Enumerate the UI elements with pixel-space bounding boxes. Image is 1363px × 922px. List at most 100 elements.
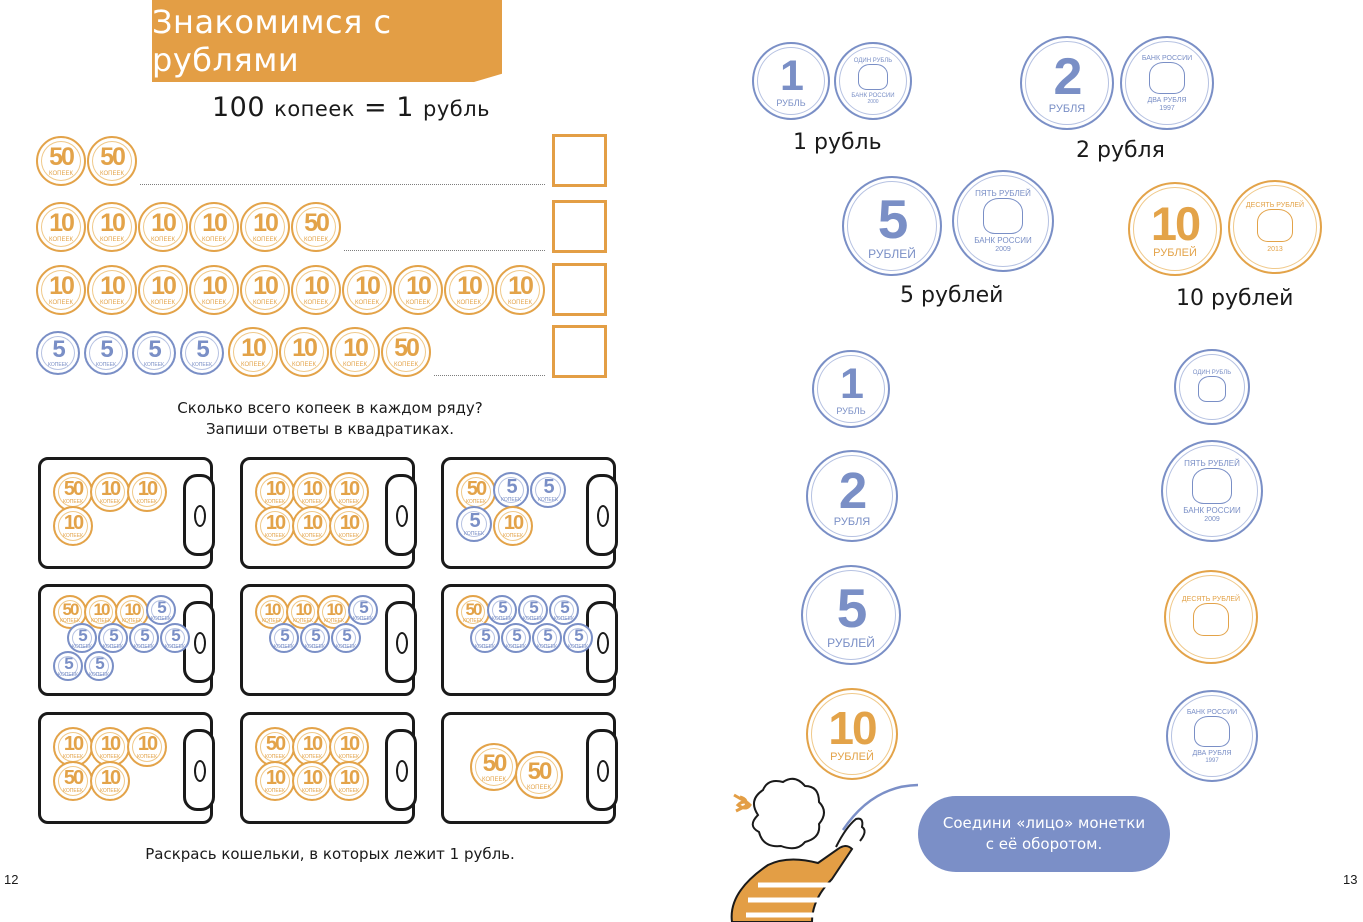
- coin-caption: 1 рубль: [793, 130, 882, 155]
- coin-reverse-top-text: ПЯТЬ РУБЛЕЙ: [1184, 459, 1240, 469]
- coin-value: 10: [406, 272, 432, 300]
- coin-label: РУБЛЬ: [836, 405, 866, 416]
- coin-value: 5: [280, 625, 290, 645]
- coin-value: 5: [469, 510, 480, 532]
- answer-box[interactable]: [552, 263, 607, 316]
- equation-left-unit: копеек: [274, 97, 355, 121]
- coin-value: 5: [78, 625, 88, 645]
- coin-value: 50: [265, 733, 286, 755]
- coin-value: 50: [465, 599, 483, 619]
- coin-label: КОПЕЕК: [253, 300, 277, 306]
- coin-value: 5: [877, 188, 909, 250]
- coin-label: КОПЕЕК: [262, 617, 282, 624]
- coin-label: КОПЕЕК: [137, 754, 157, 760]
- coin-value: 10: [508, 272, 534, 300]
- coin-value: 5: [148, 336, 161, 363]
- coin-value: 5: [529, 597, 539, 617]
- coin-value: 5: [543, 476, 554, 498]
- coin-value: 1: [840, 359, 864, 408]
- coin-value: 10: [100, 209, 126, 237]
- coin-label: КОПЕЕК: [265, 533, 285, 539]
- coin-value: 2: [1053, 48, 1083, 106]
- coin-value: 10: [265, 512, 286, 534]
- coin-label: КОПЕЕК: [72, 643, 92, 650]
- coin-label: КОПЕЕК: [241, 362, 265, 368]
- color-instruction: Раскрась кошельки, в которых лежит 1 руб…: [145, 845, 515, 863]
- coin-label: КОПЕЕК: [527, 784, 551, 791]
- coin-label: КОПЕЕК: [202, 300, 226, 306]
- coin-label: КОПЕЕК: [492, 615, 512, 622]
- coin-label: КОПЕЕК: [58, 671, 78, 678]
- equation-sign: =: [364, 92, 388, 123]
- coin-label: КОПЕЕК: [339, 533, 359, 539]
- coin-value: 10: [302, 512, 323, 534]
- coin-label: КОПЕЕК: [464, 531, 484, 537]
- coin-year: 2013: [1267, 245, 1283, 253]
- eagle-emblem-icon: [1192, 468, 1232, 504]
- coin-value: 5: [140, 625, 150, 645]
- answer-box[interactable]: [552, 325, 607, 378]
- coin-reverse-top-text: ОДИН РУБЛЬ: [853, 57, 893, 64]
- coin-label: РУБЛЕЙ: [830, 751, 874, 763]
- coin-label: КОПЕЕК: [339, 499, 359, 505]
- coin-label: КОПЕЕК: [63, 499, 83, 505]
- coin-value: 10: [302, 478, 323, 500]
- coin-label: КОПЕЕК: [49, 237, 73, 243]
- coin-value: 10: [828, 702, 877, 754]
- speech-bubble: Соедини «лицо» монетки с её оборотом.: [918, 796, 1170, 872]
- coin-reverse-bottom-text: БАНК РОССИИ: [1183, 505, 1241, 515]
- answer-box[interactable]: [552, 134, 607, 187]
- coin-value: 50: [466, 478, 487, 500]
- coin-value: 10: [100, 767, 121, 789]
- answer-box[interactable]: [552, 200, 607, 253]
- match-back-coin: ДЕСЯТЬ РУБЛЕЙ: [1164, 570, 1258, 664]
- coin-value: 10: [304, 272, 330, 300]
- eagle-emblem-icon: [1193, 603, 1229, 636]
- coin-label: КОПЕЕК: [151, 300, 175, 306]
- coin-value: 50: [63, 767, 84, 789]
- coin-label: КОПЕЕК: [63, 788, 83, 794]
- coin-year: 2009: [1204, 515, 1220, 523]
- coin-label: КОПЕЕК: [394, 362, 418, 368]
- coin-label: РУБЛЕЙ: [868, 247, 916, 261]
- coin-reverse-top-text: ДЕСЯТЬ РУБЛЕЙ: [1181, 596, 1241, 604]
- coin-label: КОПЕЕК: [192, 362, 212, 368]
- coin-reverse-bottom-text: БАНК РОССИИ: [974, 235, 1032, 245]
